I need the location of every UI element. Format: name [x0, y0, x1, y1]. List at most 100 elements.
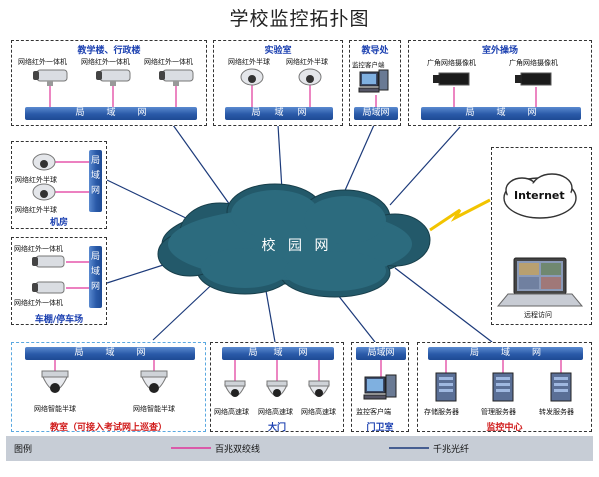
- lan-bar: 局域网: [25, 107, 197, 120]
- legend-swatches: [171, 447, 429, 449]
- device-label: 网络高速球: [301, 408, 336, 416]
- legend-item-twisted-pair: 百兆双绞线: [215, 445, 261, 455]
- bullet-camera-icon: [32, 281, 65, 294]
- campus-network-cloud: [157, 183, 431, 298]
- panel-graphics: [32, 153, 89, 201]
- panel-title: 实验室: [264, 46, 292, 56]
- internet-cloud-icon: [503, 173, 577, 219]
- dome-camera-icon: [240, 68, 264, 86]
- device-label: 广角网络摄像机: [427, 59, 476, 67]
- device-label: 广角网络摄像机: [509, 59, 558, 67]
- speed-dome-icon: [224, 380, 246, 397]
- device-label: 网络红外半球: [286, 58, 328, 66]
- dome-camera-icon: [32, 153, 56, 171]
- panel-graphics: [41, 360, 168, 393]
- panel-remote-access: Internet 远程访问: [491, 147, 592, 325]
- lan-label: 局域网: [74, 348, 168, 358]
- lan-vertical-bar: 局域网: [89, 150, 102, 212]
- bullet-camera-icon: [33, 69, 68, 86]
- lan-label: 局域网: [75, 108, 169, 118]
- panel-title: 室外操场: [481, 46, 518, 56]
- fiber-line: [394, 267, 493, 343]
- fiber-line: [106, 179, 191, 221]
- lan-bar: 局域网: [354, 107, 398, 120]
- panel-title: 监控中心: [486, 423, 523, 433]
- forwarding-server-icon: [550, 372, 572, 402]
- panel-parking: 网络红外一体机 网络红外一体机 局域网 车棚/停车场: [11, 237, 107, 325]
- device-label: 网络红外一体机: [81, 58, 130, 66]
- cloud-label: 校 园 网: [261, 238, 333, 254]
- panel-title: 门卫室: [366, 423, 394, 433]
- device-label: 管理服务器: [481, 408, 516, 416]
- device-label: 转发服务器: [539, 408, 574, 416]
- panel-teaching-building: 教学楼、行政楼 网络红外一体机 网络红外一体机 网络红外一体机 局域网: [11, 40, 207, 126]
- device-label: 网络红外半球: [228, 58, 270, 66]
- lan-bar: 局域网: [222, 347, 334, 360]
- fiber-line: [389, 126, 461, 206]
- fiber-line: [264, 284, 276, 343]
- device-label: 存储服务器: [424, 408, 459, 416]
- lan-bar: 局域网: [421, 107, 581, 120]
- device-label: 网络智能半球: [133, 405, 175, 413]
- panel-title: 大门: [267, 423, 286, 433]
- remote-access-label: 远程访问: [524, 311, 552, 319]
- panel-graphics: [33, 69, 194, 107]
- panel-guard-room: 局域网 监控客户端 门卫室: [351, 342, 409, 433]
- panel-graphics: [358, 69, 389, 107]
- panel-classroom: 局域网 网络智能半球 网络智能半球 教室（可接入考试网上巡查）: [11, 342, 206, 433]
- device-label: 网络智能半球: [34, 405, 76, 413]
- speed-dome-icon: [308, 380, 330, 397]
- lan-label: 局域网: [251, 108, 321, 118]
- device-label: 网络红外半球: [15, 206, 57, 214]
- fiber-line: [172, 124, 231, 206]
- lan-bar: 局域网: [428, 347, 583, 360]
- panel-gate: 局域网 网络高速球 网络高速球 网络高速球 大门: [210, 342, 344, 433]
- lan-bar: 局域网: [25, 347, 195, 360]
- panel-title: 车棚/停车场: [34, 315, 84, 325]
- lan-label: 局域网: [248, 348, 324, 358]
- device-label: 网络红外一体机: [18, 58, 67, 66]
- panel-office: 教导处 监控客户端 局域网: [349, 40, 401, 126]
- box-camera-icon: [433, 72, 470, 86]
- fiber-line: [277, 124, 283, 191]
- lan-label: 局域网: [367, 348, 395, 358]
- fiber-line: [342, 124, 375, 196]
- lightning-link-icon: [429, 198, 491, 232]
- panel-graphics: [433, 72, 552, 107]
- management-server-icon: [492, 372, 514, 402]
- panel-title: 机房: [49, 218, 68, 228]
- device-label: 网络高速球: [258, 408, 293, 416]
- panel-graphics: [363, 360, 397, 400]
- panel-graphics: [224, 360, 330, 397]
- panel-machine-room: 网络红外半球 网络红外半球 局域网 机房: [11, 141, 107, 229]
- panel-title: 教导处: [361, 46, 389, 56]
- bullet-camera-icon: [159, 69, 194, 86]
- panel-outdoor: 室外操场 广角网络摄像机 广角网络摄像机 局域网: [408, 40, 592, 126]
- storage-server-icon: [435, 372, 457, 402]
- device-label: 监控客户端: [352, 61, 385, 69]
- smart-dome-camera-icon: [140, 370, 168, 393]
- workstation-icon: [358, 69, 389, 93]
- lan-bar: 局域网: [356, 347, 406, 360]
- workstation-icon: [363, 374, 397, 400]
- laptop-icon: [496, 257, 584, 307]
- legend: 图例 百兆双绞线 千兆光纤: [6, 436, 593, 461]
- panel-graphics: [32, 255, 89, 294]
- device-label: 监控客户端: [356, 408, 391, 416]
- panel-graphics: [496, 173, 584, 307]
- panel-graphics: [435, 360, 572, 402]
- lan-label: 局域网: [90, 156, 100, 196]
- lan-label: 局域网: [362, 108, 390, 118]
- device-label: 网络高速球: [214, 408, 249, 416]
- panel-monitoring-center: 局域网 存储服务器 管理服务器 转发服务器 监控中心: [417, 342, 592, 433]
- speed-dome-icon: [266, 380, 288, 397]
- dome-camera-icon: [32, 183, 56, 201]
- lan-bar: 局域网: [225, 107, 333, 120]
- panel-lab: 实验室 网络红外半球 网络红外半球 局域网: [213, 40, 343, 126]
- device-label: 网络红外一体机: [14, 299, 63, 307]
- legend-item-fiber: 千兆光纤: [433, 445, 470, 455]
- bullet-camera-icon: [96, 69, 131, 86]
- box-camera-icon: [515, 72, 552, 86]
- diagram-title: 学校监控拓扑图: [229, 8, 370, 30]
